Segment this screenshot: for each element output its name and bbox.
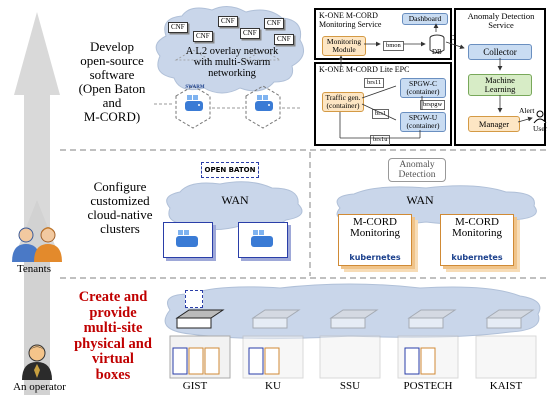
tenants-icon <box>12 227 62 262</box>
swarm-icon <box>253 92 275 114</box>
panel-title: Anomaly Detection Service <box>467 11 535 30</box>
brs11-label: brs11 <box>364 78 385 88</box>
mcord-label: M-CORD Monitoring <box>349 216 401 239</box>
spgw-c-node: SPGW-C (container) <box>400 78 446 98</box>
site-label: GIST <box>182 380 208 392</box>
cnf-chip: CNF <box>218 16 238 27</box>
database-icon <box>429 34 445 53</box>
tenants-label: Tenants <box>16 263 52 275</box>
kubernetes-logo: kubernetes <box>451 253 503 262</box>
caption-line: boxes <box>95 366 131 383</box>
caption-line: provide <box>89 304 137 321</box>
caption-line: physical and <box>74 335 152 352</box>
swarm-cluster-box <box>238 222 288 258</box>
level-bottom-caption: Create and provide multi-site physical a… <box>58 289 168 383</box>
swarm-icon <box>183 92 205 114</box>
site-label: SSU <box>339 380 361 392</box>
caption-line: cloud-native <box>87 207 153 222</box>
operator-icon <box>22 344 52 380</box>
mcord-cluster: M-CORD Monitoring kubernetes <box>440 214 514 266</box>
brspgw-label: brspgw <box>420 100 446 110</box>
level-top-caption: Develop open-source software (Open Baton… <box>62 40 162 124</box>
caption-line: Create and <box>78 289 148 305</box>
caption-line: Develop <box>89 39 135 54</box>
cnf-chip: CNF <box>274 34 294 45</box>
caption-line: Configure <box>93 179 147 194</box>
caption-line: (Open Baton <box>78 81 146 96</box>
caption-line: open-source <box>80 53 144 68</box>
site-label: POSTECH <box>403 380 453 392</box>
virtual-box-icon <box>185 290 203 308</box>
brs1u-label: brs1u <box>370 135 391 145</box>
site-label: KAIST <box>489 380 523 392</box>
caption-line: clusters <box>100 221 140 236</box>
spgw-u-node: SPGW-U (container) <box>400 112 446 132</box>
wan-label: WAN <box>221 193 249 207</box>
panel-title: K-ONE M-CORD Lite EPC <box>319 65 410 74</box>
caption-line: multi-site <box>83 320 143 336</box>
anomaly-detection-box: Anomaly Detection <box>388 158 446 182</box>
lite-epc-panel: K-ONE M-CORD Lite EPC Traffic gen. (cont… <box>314 62 452 146</box>
caption-line: software <box>89 67 135 82</box>
dashboard-node: Dashboard <box>402 13 448 25</box>
wan-label: WAN <box>406 193 434 207</box>
db-label: DB <box>432 48 442 56</box>
swarm-label: SWARM <box>185 85 205 90</box>
caption-line: customized <box>90 193 150 208</box>
anomaly-service-panel: Anomaly Detection Service Collector Mach… <box>454 8 546 146</box>
caption-line: and <box>102 95 122 110</box>
panel-title: K-ONE M-CORD Monitoring Service <box>319 11 382 29</box>
manager-node: Manager <box>468 116 520 132</box>
mcord-label: M-CORD Monitoring <box>451 216 503 239</box>
monitoring-module-node: Monitoring Module <box>322 36 366 56</box>
user-label: User <box>533 124 548 133</box>
cnf-chip: CNF <box>168 22 188 33</box>
user-icon <box>533 110 547 124</box>
site-label: KU <box>265 380 281 392</box>
swarm-cluster-box <box>163 222 213 258</box>
alert-label: Alert <box>519 106 535 115</box>
server-racks <box>169 309 537 379</box>
cnf-chip: CNF <box>193 31 213 42</box>
traffic-gen-node: Traffic gen. (container) <box>322 92 364 112</box>
mcord-cluster: M-CORD Monitoring kubernetes <box>338 214 412 266</box>
cnf-chip: CNF <box>264 18 284 29</box>
caption-line: M-CORD) <box>83 109 141 124</box>
bmon-label: bmon <box>383 41 404 51</box>
operator-label: An operator <box>13 381 66 393</box>
kubernetes-logo: kubernetes <box>349 253 401 262</box>
overlay-caption: A L2 overlay network with multi-Swarm ne… <box>185 46 279 79</box>
cnf-chip: CNF <box>240 28 260 39</box>
brs1-label: brs1 <box>372 109 390 119</box>
caption-line: virtual <box>92 351 134 367</box>
monitoring-service-panel: K-ONE M-CORD Monitoring Service Dashboar… <box>314 8 452 60</box>
open-baton-logo: OPEN BATON <box>201 162 259 178</box>
level-middle-caption: Configure customized cloud-native cluste… <box>70 180 170 236</box>
